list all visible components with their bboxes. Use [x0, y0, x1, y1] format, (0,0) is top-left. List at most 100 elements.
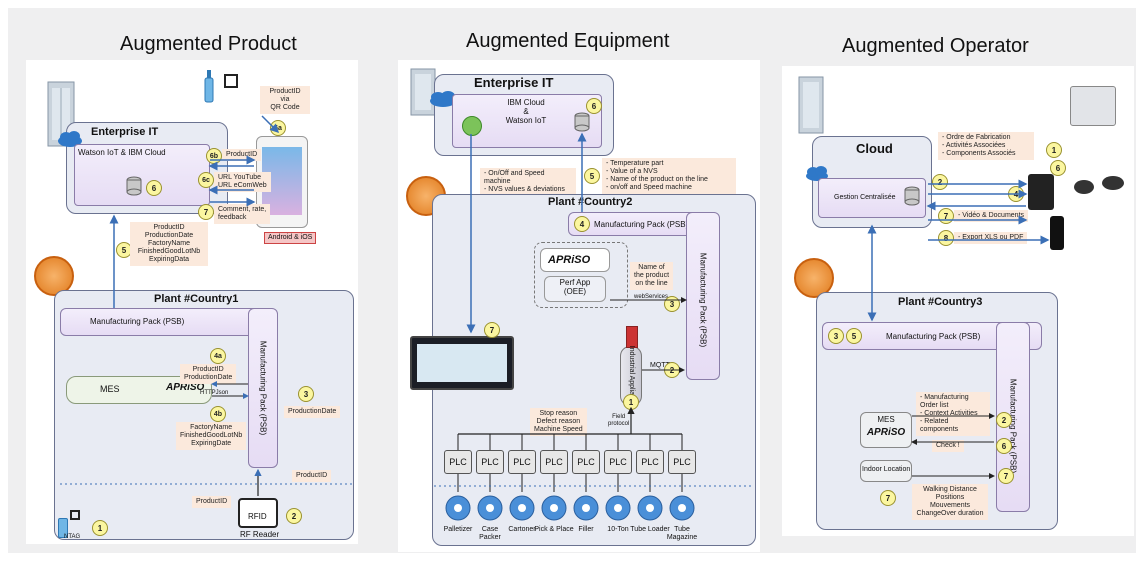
perf-app-line-1: Perf App	[559, 278, 591, 287]
psb-mes-lotnb: FinishedGoodLotNb	[180, 432, 243, 440]
url-note: URL YouTube URL eComWeb	[214, 172, 271, 193]
onoff-note: - On/Off and Speed machine - NVS values …	[480, 168, 576, 197]
field-protocol-label: Field protocol	[608, 414, 629, 428]
psb-mes-factoryname: FactoryName	[190, 424, 233, 431]
building-icon	[798, 76, 824, 134]
product-note-line-2: the product	[634, 272, 670, 280]
rfid-label: RFID	[248, 512, 267, 521]
apriso-logo: APRiSO	[166, 382, 205, 393]
field-productid: ProductID	[153, 224, 185, 231]
badge-4a: 4a	[210, 348, 226, 364]
comment-note-line-2: feedback	[218, 214, 247, 222]
onoff-note-line-1: - On/Off and Speed machine	[484, 170, 545, 186]
rfid-productid-note: ProductID	[292, 470, 332, 483]
mes-psb-productid: ProductID	[192, 366, 224, 373]
field-lotnb: FinishedGoodLotNb	[137, 248, 201, 256]
badge-5: 5	[846, 328, 862, 344]
plant-country2-title: Plant #Country2	[548, 196, 633, 208]
badge-1: 1	[92, 520, 108, 536]
ordre-note: - Ordre de Fabrication - Activités Assoc…	[938, 132, 1034, 161]
gestion-box	[818, 178, 926, 218]
psb-vertical-label: Manufacturing Pack (PSB)	[1008, 378, 1018, 474]
badge-2: 2	[286, 508, 302, 524]
machine-10-ton: 10-Ton	[607, 526, 629, 533]
title-augmented-operator: Augmented Operator	[842, 35, 1029, 57]
indoor-location-box	[860, 460, 912, 482]
plant-country1-title: Plant #Country1	[154, 293, 239, 305]
cloud-title: Cloud	[856, 141, 893, 156]
gestion-label: Gestion Centralisée	[834, 194, 896, 201]
enterprise-it-title: Enterprise IT	[91, 126, 159, 138]
reason-defect: Defect reason	[536, 418, 581, 426]
ordre-line-3: - Components Associés	[942, 150, 1016, 158]
badge-6: 6	[146, 180, 162, 196]
smartphone	[1050, 216, 1064, 250]
field-protocol-line-1: Field	[612, 414, 626, 420]
walking-note: Walking Distance Positions Mouvements Ch…	[912, 484, 988, 521]
android-ios-label: Android & iOS	[264, 232, 317, 245]
psb-vertical	[248, 308, 278, 468]
badge-6a: 6a	[270, 120, 286, 136]
mes-label: MES	[877, 415, 895, 424]
badge-3: 3	[664, 296, 680, 312]
psb-vertical-label: Manufacturing Pack (PSB)	[698, 252, 708, 348]
antenna-icon	[626, 326, 638, 348]
watson-cloud-label: Watson IoT & IBM Cloud	[78, 148, 166, 157]
walking-line-1: Walking Distance	[923, 486, 977, 493]
perf-app-label: Perf App (OEE)	[544, 278, 606, 296]
product-note-line-3: on the line	[635, 280, 668, 288]
psb-horizontal	[60, 308, 276, 336]
badge-7: 7	[938, 208, 954, 224]
http-json-label: HTTPJson	[200, 390, 229, 396]
badge-6c: 6c	[198, 172, 214, 188]
perf-app-line-2: (OEE)	[563, 287, 587, 297]
ntag-bottle-icon	[56, 512, 68, 538]
plc-5: PLC	[572, 450, 600, 474]
psb-horizontal-label: Manufacturing Pack (PSB)	[886, 332, 981, 341]
qr-note: ProductID via QR Code	[260, 86, 310, 115]
mfg-line-1: - Manufacturing Order list	[920, 394, 969, 410]
ordre-line-2: - Activités Associées	[942, 142, 1006, 150]
plc-1: PLC	[444, 450, 472, 474]
comment-note-line-1: Comment, rate,	[218, 206, 267, 213]
psb-horizontal-label: Manufacturing Pack (PSB)	[594, 220, 689, 229]
reason-speed: Machine Speed	[534, 426, 583, 434]
mfg-line-3: - Related components	[920, 418, 959, 434]
psb-horizontal-label: Manufacturing Pack (PSB)	[90, 317, 185, 326]
machine-tube-magazine: Tube Magazine	[666, 526, 698, 541]
mes-box	[860, 412, 912, 448]
field-expiring: ExpiringData	[148, 256, 190, 264]
machine-case-packer: Case Packer	[479, 526, 501, 541]
badge-4: 4	[574, 216, 590, 232]
watson-cloud-box	[74, 144, 210, 206]
cloud-icon	[430, 91, 456, 107]
rf-reader-label: RF Reader	[240, 530, 280, 539]
enterprise-it-title: Enterprise IT	[474, 75, 554, 90]
badge-2: 2	[664, 362, 680, 378]
walking-line-3: Mouvements	[929, 502, 971, 510]
walking-line-2: Positions	[935, 494, 965, 502]
field-factoryname: FactoryName	[147, 240, 190, 248]
database-icon	[126, 176, 142, 196]
ordre-line-1: - Ordre de Fabrication	[942, 134, 1011, 141]
telemetry-line-1: - Temperature part	[606, 160, 664, 167]
apriso-box	[540, 248, 610, 272]
ntag-label: NTAG	[64, 534, 81, 540]
mfg-order-note: - Manufacturing Order list - Context Act…	[916, 392, 990, 437]
panel-augmented-operator: Cloud Gestion Centralisée - Ordre de Fab…	[782, 66, 1134, 536]
badge-6: 6	[586, 98, 602, 114]
badge-6: 6	[1050, 160, 1066, 176]
perf-app-group	[534, 242, 628, 308]
url-note-line-1: URL YouTube	[218, 174, 262, 181]
badge-7: 7	[484, 322, 500, 338]
mfg-line-2: - Context Activities	[920, 410, 978, 418]
indoor-location-label: Indoor Location	[862, 466, 911, 473]
plc-2: PLC	[476, 450, 504, 474]
badge-4b: 4b	[210, 406, 226, 422]
perf-app-box	[544, 276, 606, 302]
walking-line-4: ChangeOver duration	[916, 510, 984, 518]
database-icon	[574, 112, 590, 132]
badge-7-psb: 7	[998, 468, 1014, 484]
ibm-cloud-line-2: &	[523, 107, 529, 117]
watson-iot-icon	[462, 116, 482, 136]
